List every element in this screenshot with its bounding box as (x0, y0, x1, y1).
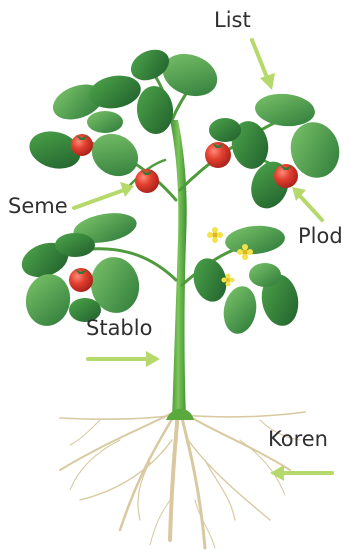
arrow-seme (74, 182, 134, 208)
label-stablo: Stablo (86, 318, 152, 339)
tomato (205, 142, 231, 168)
label-plod: Plod (298, 226, 343, 247)
tomato (71, 134, 93, 156)
main-stem (170, 120, 187, 420)
arrow-list (252, 40, 275, 90)
arrow-plod (292, 187, 322, 220)
label-list: List (214, 10, 251, 31)
label-seme: Seme (8, 196, 68, 217)
tomato (69, 268, 93, 292)
stem-base (166, 409, 194, 420)
leaves-upper-left (25, 72, 175, 185)
tomato (135, 169, 159, 193)
arrow-koren (270, 465, 332, 481)
leaves-top (126, 44, 223, 104)
tomato (274, 164, 298, 188)
label-koren: Koren (268, 429, 328, 450)
leaves-lower-right (189, 223, 302, 336)
arrow-stablo (88, 351, 160, 367)
